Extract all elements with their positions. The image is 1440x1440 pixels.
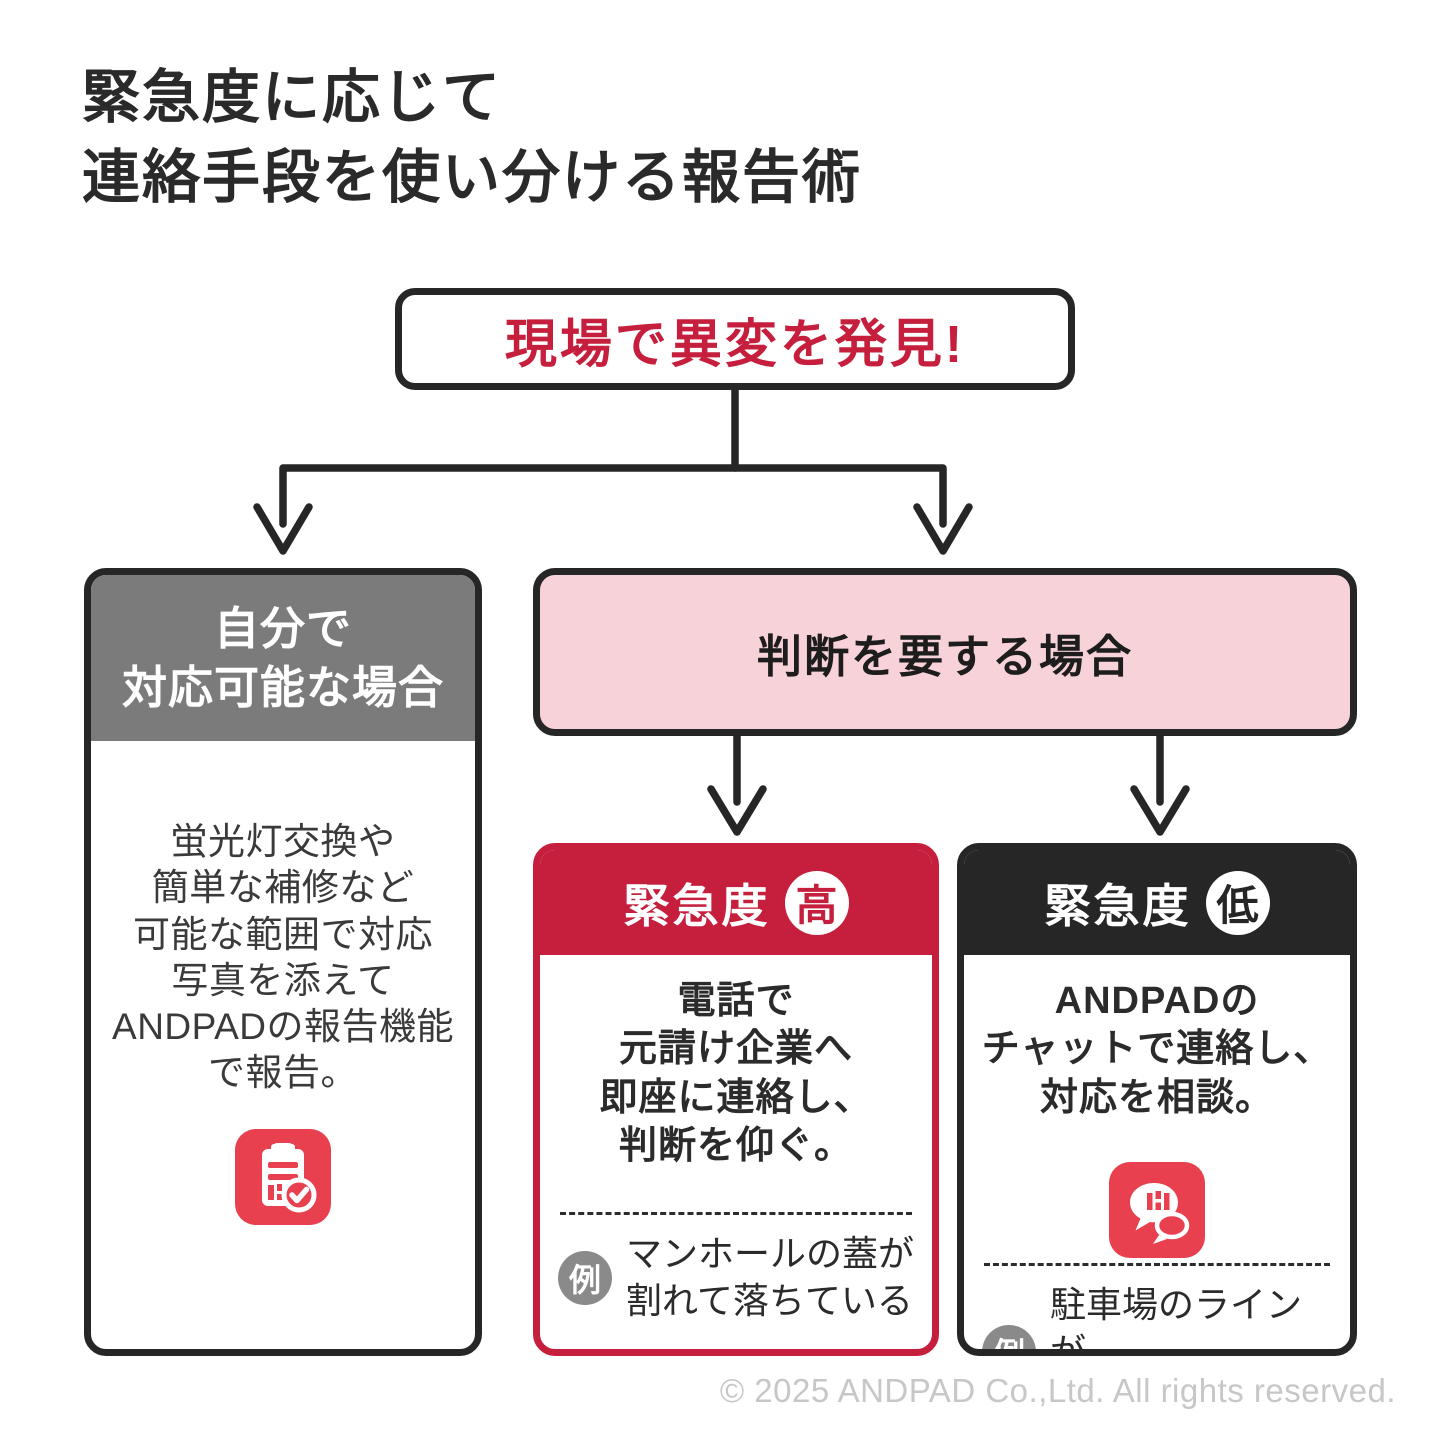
urgency-high-text-line: 判断を仰ぐ。 <box>618 1124 853 1167</box>
urgency-low-text-line: チャットで連絡し、 <box>981 1028 1333 1071</box>
chat-icon-wrap <box>1109 1130 1205 1263</box>
dashed-divider <box>560 1212 912 1216</box>
urgency-low-header: 緊急度 低 <box>964 850 1350 955</box>
urgency-high-text: 電話で 元請け企業へ 即座に連絡し、 判断を仰ぐ。 <box>599 977 872 1170</box>
urgency-high-body: 電話で 元請け企業へ 即座に連絡し、 判断を仰ぐ。 <box>540 955 932 1212</box>
self-handle-text-line: で報告。 <box>207 1052 358 1094</box>
page-title: 緊急度に応じて 連絡手段を使い分ける報告術 <box>82 58 862 218</box>
self-handle-text-line: 写真を添えて <box>171 959 395 1001</box>
start-node-label: 現場で異変を発見! <box>504 315 966 374</box>
urgency-low-text-line: 対応を相談。 <box>1039 1076 1274 1119</box>
arrowhead-right-icon <box>913 503 973 555</box>
urgency-low-example-text: 駐車場のラインが 薄くなっている <box>1050 1282 1334 1356</box>
dashed-divider <box>984 1262 1330 1266</box>
self-handle-text-line: ANDPADの報告機能 <box>112 1006 454 1047</box>
connector-branch-bar <box>279 464 947 528</box>
urgency-low-text-line: ANDPADの <box>1054 980 1260 1022</box>
self-handle-text-line: 可能な範囲で対応 <box>132 913 433 955</box>
report-clipboard-icon <box>235 1128 331 1225</box>
urgency-low-example: 例 駐車場のラインが 薄くなっている <box>964 1266 1350 1356</box>
urgency-high-example-text: マンホールの蓋が 割れて落ちている <box>626 1231 914 1325</box>
urgency-high-text-line: 元請け企業へ <box>618 1028 853 1071</box>
judgement-node: 判断を要する場合 <box>533 568 1357 736</box>
urgency-high-text-line: 即座に連絡し、 <box>599 1076 873 1119</box>
arrowhead-high-icon <box>707 785 767 836</box>
arrowhead-low-icon <box>1130 785 1190 836</box>
urgency-high-title: 緊急度 <box>623 879 771 932</box>
self-handle-text-line: 簡単な補修など <box>151 867 415 909</box>
andpad-chat-icon <box>1109 1161 1205 1258</box>
example-badge: 例 <box>558 1251 612 1306</box>
self-handle-header-line-2: 対応可能な場合 <box>121 662 444 713</box>
urgency-high-header: 緊急度 高 <box>540 850 932 955</box>
start-node: 現場で異変を発見! <box>395 288 1075 390</box>
example-text-line: マンホールの蓋が <box>626 1233 915 1275</box>
urgency-low-badge: 低 <box>1205 870 1270 935</box>
self-handle-text: 蛍光灯交換や 簡単な補修など 可能な範囲で対応 写真を添えて ANDPADの報告… <box>112 819 454 1097</box>
arrowhead-left-icon <box>253 503 313 555</box>
page-title-line-1: 緊急度に応じて <box>82 65 503 130</box>
self-handle-header: 自分で 対応可能な場合 <box>91 575 475 741</box>
urgency-high-badge: 高 <box>784 870 849 935</box>
example-text-line: 割れて落ちている <box>626 1280 913 1322</box>
urgency-low-body: ANDPADの チャットで連絡し、 対応を相談。 <box>964 955 1350 1263</box>
self-handle-body: 蛍光灯交換や 簡単な補修など 可能な範囲で対応 写真を添えて ANDPADの報告… <box>91 741 475 1349</box>
urgency-low-text: ANDPADの チャットで連絡し、 対応を相談。 <box>982 977 1333 1122</box>
urgency-high-node: 緊急度 高 電話で 元請け企業へ 即座に連絡し、 判断を仰ぐ。 例 マンホールの… <box>533 843 939 1356</box>
self-handle-header-line-1: 自分で <box>213 602 352 654</box>
urgency-low-title: 緊急度 <box>1044 879 1192 932</box>
copyright-text: © 2025 ANDPAD Co.,Ltd. All rights reserv… <box>719 1372 1396 1409</box>
self-handle-node: 自分で 対応可能な場合 蛍光灯交換や 簡単な補修など 可能な範囲で対応 写真を添… <box>84 568 482 1356</box>
judgement-node-label: 判断を要する場合 <box>756 630 1133 682</box>
urgency-low-node: 緊急度 低 ANDPADの チャットで連絡し、 対応を相談。 <box>957 843 1357 1356</box>
urgency-high-text-line: 電話で <box>677 980 795 1022</box>
self-handle-text-line: 蛍光灯交換や <box>170 821 396 862</box>
page-title-line-2: 連絡手段を使い分ける報告術 <box>82 145 863 211</box>
example-text-line: 駐車場のラインが <box>1050 1283 1303 1356</box>
urgency-high-example: 例 マンホールの蓋が 割れて落ちている <box>540 1215 932 1349</box>
example-badge: 例 <box>982 1324 1036 1349</box>
